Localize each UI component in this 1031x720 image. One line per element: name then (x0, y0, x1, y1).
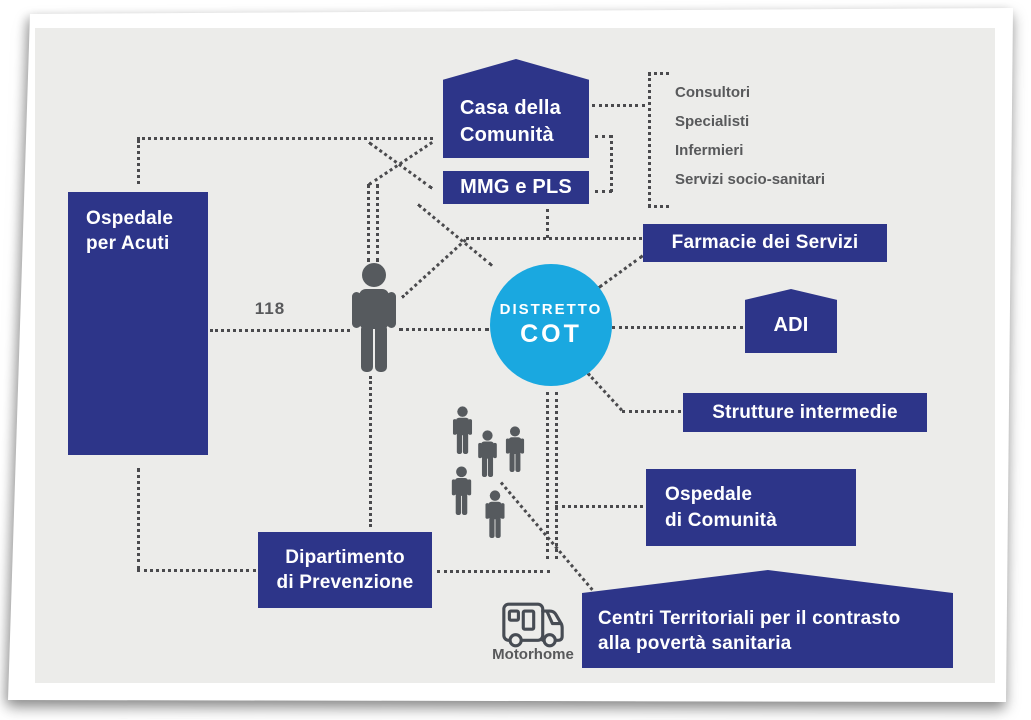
motorhome-label: Motorhome (492, 646, 574, 663)
node-farmacie-dei-servizi: Farmacie dei Servizi (643, 224, 887, 262)
service-item-specialisti: Specialisti (675, 113, 750, 130)
person-icon (477, 430, 498, 477)
node-label: Casa della Comunità (460, 97, 561, 146)
connector-line (367, 184, 370, 262)
connector-line (466, 237, 642, 240)
connector-bracket (595, 135, 612, 138)
connector-bracket (610, 135, 613, 192)
emergency-118-label: 118 (254, 299, 286, 318)
person-icon (504, 426, 526, 472)
node-ospedale-di-comunita: Ospedale di Comunità (646, 469, 856, 546)
node-label: COT (520, 320, 582, 348)
person-icon (450, 466, 473, 515)
connector-line (555, 392, 558, 559)
services-bracket (648, 205, 669, 208)
services-bracket (648, 72, 669, 75)
node-label: Ospedale per Acuti (86, 208, 174, 255)
node-label: Ospedale di Comunità (665, 484, 777, 531)
motorhome-icon (502, 602, 564, 648)
connector-line (546, 209, 549, 238)
person-icon (483, 490, 507, 538)
node-dipartimento-di-prevenzione: Dipartimento di Prevenzione (258, 532, 432, 608)
node-adi: ADI (745, 289, 837, 353)
node-label: DISTRETTO (499, 301, 603, 318)
node-strutture-intermedie: Strutture intermedie (683, 393, 927, 432)
node-label: Dipartimento di Prevenzione (276, 546, 414, 593)
connector-line (137, 140, 140, 184)
service-item-servizi-socio-sanitari: Servizi socio-sanitari (675, 171, 826, 188)
person-icon (352, 262, 396, 372)
node-centri-territoriali: Centri Territoriali per il contrasto all… (582, 570, 953, 668)
connector-line (612, 326, 743, 329)
connector-line (622, 410, 681, 413)
node-mmg-e-pls: MMG e PLS (443, 171, 589, 204)
connector-line (137, 569, 256, 572)
node-label: Centri Territoriali per il contrasto all… (598, 607, 901, 654)
connector-line (546, 392, 549, 559)
node-label: ADI (773, 313, 809, 336)
service-item-infermieri: Infermieri (675, 142, 744, 159)
connector-line-118 (210, 329, 350, 332)
person-icon (450, 406, 475, 454)
connector-line (369, 376, 372, 527)
node-label: MMG e PLS (460, 176, 572, 199)
connector-line (137, 137, 433, 140)
node-casa-della-comunita: Casa della Comunità (443, 59, 589, 158)
connector-bracket (595, 190, 612, 193)
connector-line (437, 570, 550, 573)
connector-line (555, 505, 643, 508)
node-ospedale-per-acuti: Ospedale per Acuti (68, 192, 208, 455)
services-bracket (648, 73, 651, 207)
connector-line (399, 328, 489, 331)
node-label: Strutture intermedie (712, 401, 898, 423)
node-distretto-cot: DISTRETTO COT (490, 264, 612, 386)
connector-line (376, 184, 379, 262)
node-label: Farmacie dei Servizi (671, 232, 859, 254)
service-item-consultori: Consultori (675, 84, 750, 101)
connector-line (137, 468, 140, 570)
connector-line (592, 104, 645, 107)
